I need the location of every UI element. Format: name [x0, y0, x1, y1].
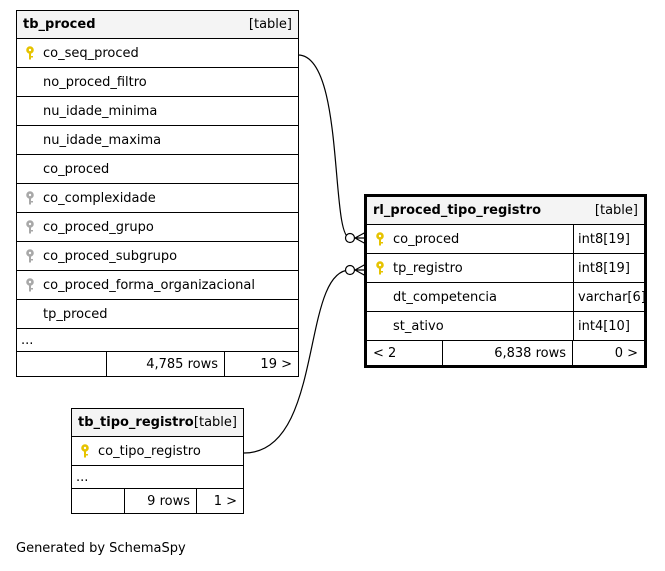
footer-parents	[72, 489, 125, 513]
table-header: tb_tipo_registro [table]	[72, 409, 243, 437]
column-name: co_proced	[367, 225, 574, 253]
table-footer: < 2 6,838 rows 0 >	[367, 341, 644, 365]
column-row[interactable]: co_seq_proced	[17, 39, 298, 68]
column-name: nu_idade_maxima	[43, 132, 162, 148]
column-name: nu_idade_minima	[43, 103, 158, 119]
column-row[interactable]: co_proced_forma_organizacional	[17, 271, 298, 300]
generated-by-note: Generated by SchemaSpy	[16, 541, 186, 556]
footer-children: 0 >	[614, 345, 638, 361]
column-type: varchar[6]	[578, 289, 646, 305]
relationship-line-co-proced	[297, 54, 351, 239]
column-type: int8[19]	[578, 260, 630, 276]
column-row[interactable]: tp_proced	[17, 300, 298, 329]
footer-children[interactable]: 19 >	[260, 356, 292, 372]
column-row[interactable]: co_tipo_registro	[72, 437, 243, 466]
column-name: tp_registro	[367, 254, 574, 282]
column-name: co_proced	[43, 161, 110, 177]
table-tb-proced[interactable]: tb_proced [table] co_seq_proced no_proced…	[16, 10, 299, 377]
table-footer: 9 rows 1 >	[72, 489, 243, 513]
column-row[interactable]: co_complexidade	[17, 184, 298, 213]
footer-parents[interactable]: < 2	[367, 341, 443, 365]
column-name: co_seq_proced	[43, 45, 139, 61]
primary-key-icon	[80, 444, 90, 458]
footer-children[interactable]: 1 >	[213, 493, 237, 509]
column-type: int4[10]	[578, 318, 630, 334]
column-row[interactable]: no_proced_filtro	[17, 68, 298, 97]
column-name: co_proced_grupo	[43, 219, 154, 235]
zero-cardinality-marker	[344, 264, 356, 276]
more-columns-indicator: ...	[17, 329, 298, 352]
column-name: dt_competencia	[367, 283, 574, 311]
foreign-key-icon	[25, 220, 35, 234]
table-name[interactable]: tb_tipo_registro	[78, 415, 194, 430]
foreign-key-icon	[25, 191, 35, 205]
zero-cardinality-marker	[344, 232, 356, 244]
column-name: st_ativo	[367, 312, 574, 340]
table-tb-tipo-registro[interactable]: tb_tipo_registro [table] co_tipo_registr…	[71, 408, 244, 514]
column-type: int8[19]	[578, 231, 630, 247]
table-name[interactable]: rl_proced_tipo_registro	[373, 203, 542, 218]
foreign-key-icon	[25, 249, 35, 263]
foreign-key-icon	[25, 278, 35, 292]
primary-key-icon	[375, 261, 385, 275]
more-columns-indicator: ...	[72, 466, 243, 489]
column-name: co_tipo_registro	[98, 443, 201, 459]
column-row[interactable]: co_proced_grupo	[17, 213, 298, 242]
column-row[interactable]: co_proced_subgrupo	[17, 242, 298, 271]
footer-row-count: 9 rows	[125, 489, 197, 513]
footer-parents	[17, 352, 107, 376]
column-name: no_proced_filtro	[43, 74, 147, 90]
table-rl-proced-tipo-registro[interactable]: rl_proced_tipo_registro [table] co_proce…	[364, 194, 647, 368]
table-kind: [table]	[193, 415, 237, 430]
table-kind: [table]	[248, 17, 292, 32]
primary-key-icon	[375, 232, 385, 246]
column-row[interactable]: nu_idade_maxima	[17, 126, 298, 155]
footer-row-count: 6,838 rows	[443, 341, 573, 365]
footer-row-count: 4,785 rows	[107, 352, 225, 376]
table-header: rl_proced_tipo_registro [table]	[367, 197, 644, 225]
table-name[interactable]: tb_proced	[23, 17, 96, 32]
primary-key-icon	[25, 46, 35, 60]
column-name: tp_proced	[43, 306, 108, 322]
column-row[interactable]: nu_idade_minima	[17, 97, 298, 126]
column-row[interactable]: co_proced	[17, 155, 298, 184]
column-name: co_complexidade	[43, 190, 156, 206]
relationship-line-tp-registro	[243, 269, 351, 454]
table-header: tb_proced [table]	[17, 11, 298, 39]
table-kind: [table]	[594, 203, 638, 218]
column-name: co_proced_forma_organizacional	[43, 277, 255, 293]
column-name: co_proced_subgrupo	[43, 248, 178, 264]
table-footer: 4,785 rows 19 >	[17, 352, 298, 376]
